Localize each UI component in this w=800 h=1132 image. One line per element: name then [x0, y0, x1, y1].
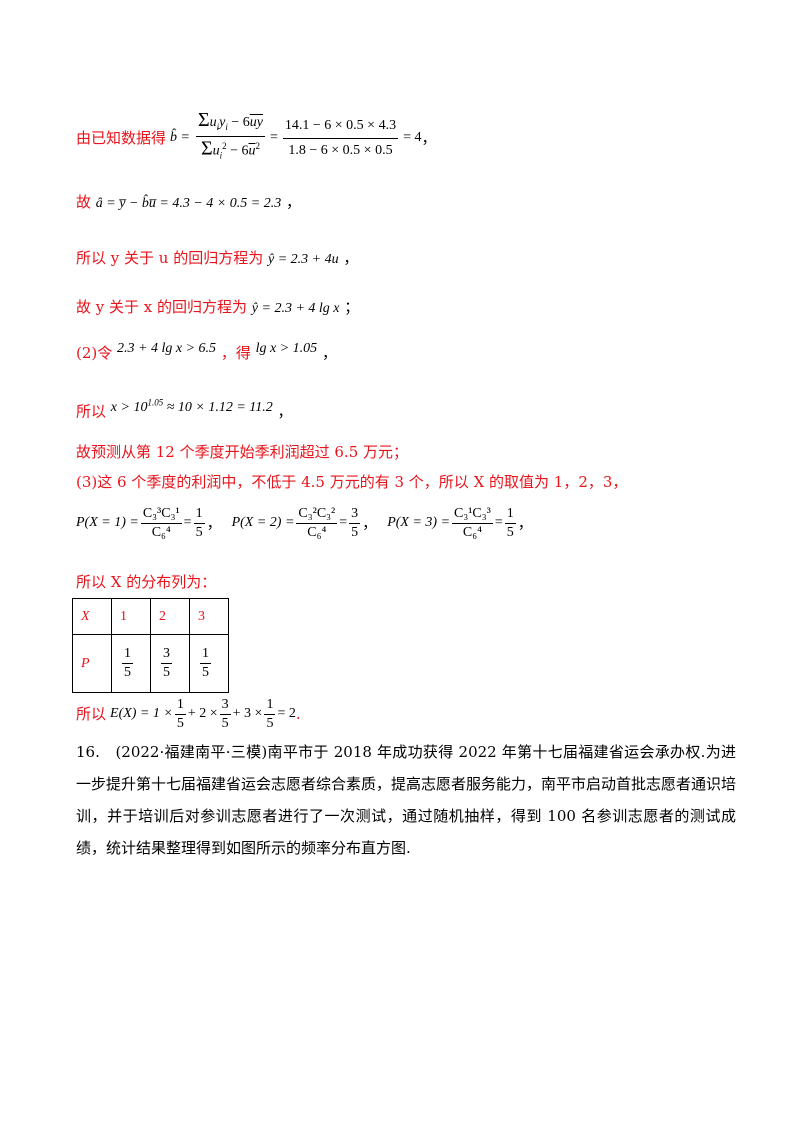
regression-u-line: 所以 y 关于 u 的回归方程为 ŷ = 2.3 + 4u ，	[76, 249, 359, 267]
table-cell: 3	[189, 598, 229, 635]
table-cell: 2	[150, 598, 190, 635]
regression-x-line: 故 y 关于 x 的回归方程为 ŷ = 2.3 + 4 lg x ；	[76, 298, 360, 316]
prediction-line: 故预测从第 12 个季度开始季利润超过 6.5 万元；	[76, 443, 409, 461]
distribution-intro: 所以 X 的分布列为：	[76, 573, 217, 591]
x-bound-line: 所以 x > 101.05 ≈ 10 × 1.12 = 11.2 ，	[76, 397, 293, 421]
bhat-main-fraction: Σuiyi − 6uy Σui2 − 6u2	[195, 109, 265, 161]
question-16: 16. (2022·福建南平·三模)南平市于 2018 年成功获得 2022 年…	[76, 743, 737, 857]
bhat-formula-line: 由已知数据得 b̂ = Σuiyi − 6uy Σui2 − 6u2 = 14.…	[76, 98, 437, 178]
part3-line: (3)这 6 个季度的利润中，不低于 4.5 万元的有 3 个，所以 X 的取值…	[76, 473, 628, 491]
ahat-expr: â = y̅ − b̂u̅ = 4.3 − 4 × 0.5 = 2.3	[95, 196, 282, 211]
bhat-lhs: b̂ =	[170, 130, 190, 145]
bhat-value-fraction: 14.1 − 6 × 0.5 × 4.3 1.8 − 6 × 0.5 × 0.5	[282, 115, 399, 162]
ahat-line: 故 â = y̅ − b̂u̅ = 4.3 − 4 × 0.5 = 2.3 ，	[76, 193, 301, 211]
part2-line: (2)令 2.3 + 4 lg x > 6.5 ，得 lg x > 1.05 ，	[76, 341, 337, 362]
table-cell: P	[72, 634, 112, 693]
table-cell: X	[72, 598, 112, 635]
bhat-lead: 由已知数据得	[76, 129, 167, 147]
table-row: X 1 2 3	[72, 598, 229, 635]
regression-u-expr: ŷ = 2.3 + 4u	[268, 252, 339, 267]
regression-x-expr: ŷ = 2.3 + 4 lg x	[251, 301, 340, 316]
table-cell: 1	[111, 598, 151, 635]
